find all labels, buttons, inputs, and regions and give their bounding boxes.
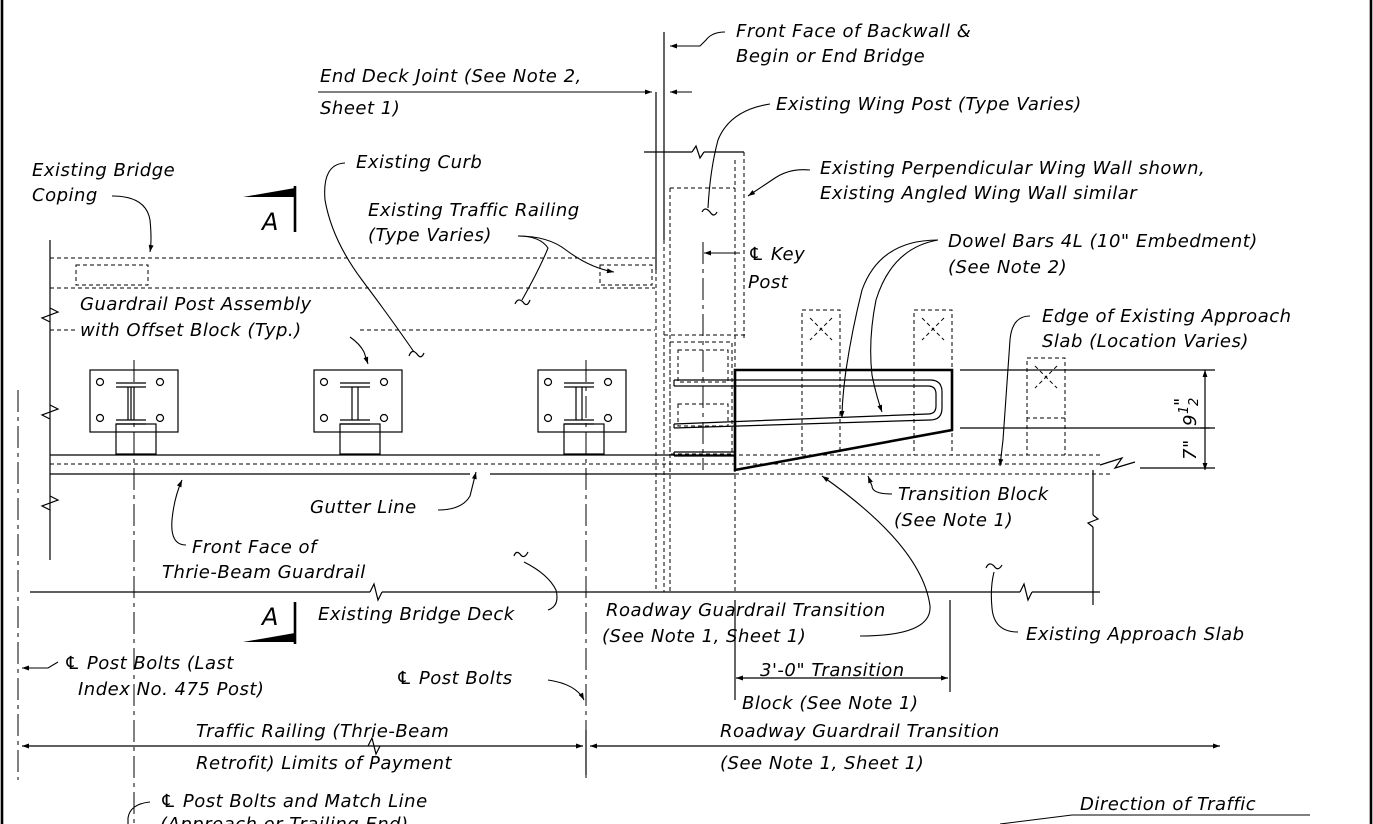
label-gutter-line: Gutter Line [310,497,417,518]
label-existing-bridge-deck: Existing Bridge Deck [318,604,516,625]
label-transition-block-2: (See Note 1) [894,510,1013,531]
backwall-lines [644,32,745,592]
payment-limit-dimensions [22,600,1220,775]
section-mark-top-label: A [260,208,279,236]
label-existing-bridge-coping-2: Coping [32,185,98,206]
label-front-face-guardrail-1: Front Face of [192,537,319,558]
label-roadway-transition-dim-1: Roadway Guardrail Transition [720,721,1000,742]
dim-9-unit: " [1171,397,1192,406]
section-mark-bottom: A [243,602,297,644]
label-dowel-bars-2: (See Note 2) [948,257,1067,278]
label-direction-of-traffic: Direction of Traffic [1080,794,1256,815]
label-edge-approach-slab-1: Edge of Existing Approach [1042,306,1292,327]
label-existing-wing-post: Existing Wing Post (Type Varies) [776,94,1082,115]
bridge-coping-lines [40,240,655,560]
label-key-post-1: ℄ Key [748,244,805,265]
label-transition-block-dim-2: Block (See Note 1) [742,693,919,714]
label-existing-traffic-railing-2: (Type Varies) [368,225,492,246]
label-cl-post-bolts-match-2: (Approach or Trailing End) [160,814,409,824]
dim-9-den: 2 [1187,397,1202,406]
label-end-deck-joint-2: Sheet 1) [320,98,400,119]
section-mark-top: A [243,186,297,236]
label-guardrail-post-assembly-2: with Offset Block (Typ.) [80,320,302,341]
deck-line [30,470,1100,605]
post-centerlines [17,360,587,824]
label-traffic-railing-limits-2: Retrofit) Limits of Payment [196,753,453,774]
label-front-face-backwall-2: Begin or End Bridge [736,46,925,67]
leader-lines [22,31,1310,824]
label-transition-block-1: Transition Block [898,484,1050,505]
dim-7: 7" [1180,439,1201,460]
label-cl-post-bolts-last-1: ℄ Post Bolts (Last [64,653,234,674]
approach-post-boxes [801,309,1066,455]
label-existing-approach-slab: Existing Approach Slab [1026,624,1245,645]
guardrail-post-3 [537,369,627,455]
label-roadway-transition-dim-2: (See Note 1, Sheet 1) [720,753,924,774]
label-guardrail-post-assembly-1: Guardrail Post Assembly [80,294,312,315]
label-roadway-transition-note-2: (See Note 1, Sheet 1) [602,626,806,647]
label-end-deck-joint-1: End Deck Joint (See Note 2, [320,66,582,87]
label-cl-post-bolts: ℄ Post Bolts [396,668,513,689]
annotation-text: Front Face of Backwall & Begin or End Br… [32,21,1292,824]
label-existing-wing-wall-2: Existing Angled Wing Wall similar [820,183,1138,204]
dim-9-whole: 9 [1180,414,1201,426]
dim-9-half: 9 1 2 " [1171,397,1202,426]
label-front-face-guardrail-2: Thrie-Beam Guardrail [162,562,366,583]
label-key-post-2: Post [748,272,789,293]
label-front-face-backwall-1: Front Face of Backwall & [736,21,971,42]
label-transition-block-dim-1: 3'-0" Transition [760,660,905,681]
guardrail-face-lines [50,454,1136,475]
block-height-dimensions [960,369,1215,470]
section-mark-bottom-label: A [260,603,279,631]
label-existing-bridge-coping-1: Existing Bridge [32,160,175,181]
label-existing-wing-wall-1: Existing Perpendicular Wing Wall shown, [820,158,1205,179]
label-roadway-transition-note-1: Roadway Guardrail Transition [606,600,886,621]
label-traffic-railing-limits-1: Traffic Railing (Thrie-Beam [196,721,449,742]
label-cl-post-bolts-last-2: Index No. 475 Post) [78,679,264,700]
label-existing-curb: Existing Curb [356,152,482,173]
guardrail-post-2 [313,369,403,455]
label-dowel-bars-1: Dowel Bars 4L (10" Embedment) [948,231,1258,252]
label-edge-approach-slab-2: Slab (Location Varies) [1042,331,1249,352]
dim-7-text: 7" [1180,439,1201,460]
transition-block [673,368,954,472]
dim-9-num: 1 [1177,405,1192,414]
label-cl-post-bolts-match-1: ℄ Post Bolts and Match Line [160,791,428,812]
label-existing-traffic-railing-1: Existing Traffic Railing [368,200,580,221]
